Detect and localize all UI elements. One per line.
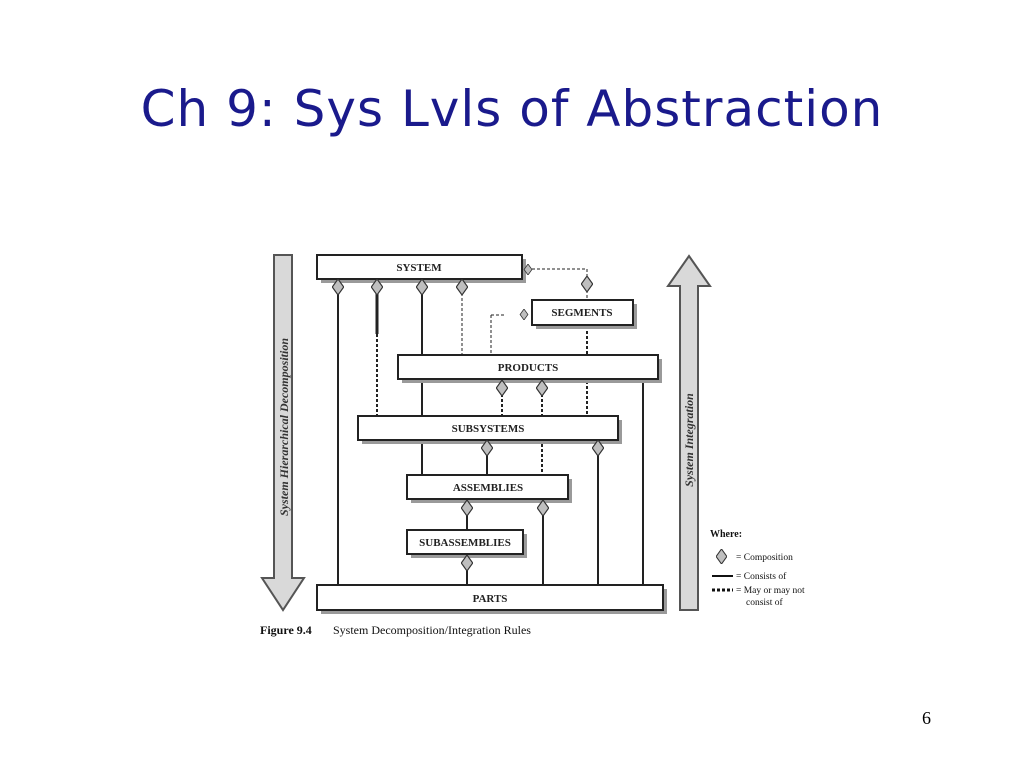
segments-box: SEGMENTS xyxy=(531,299,637,329)
integration-arrow-label: System Integration xyxy=(682,393,696,487)
subassemblies-box-label: SUBASSEMBLIES xyxy=(419,537,511,549)
figure-caption-text: System Decomposition/Integration Rules xyxy=(333,623,531,637)
legend-may-or-may-not: = May or may not xyxy=(736,586,805,596)
legend-title: Where: xyxy=(710,529,742,540)
diamond-icon xyxy=(519,309,529,320)
figure-caption: Figure 9.4 System Decomposition/Integrat… xyxy=(260,623,531,637)
decomposition-arrow: System Hierarchical Decomposition xyxy=(260,254,306,612)
decomposition-arrow-label: System Hierarchical Decomposition xyxy=(277,338,291,516)
subsystems-box: SUBSYSTEMS xyxy=(357,415,622,444)
integration-arrow: System Integration xyxy=(666,254,712,611)
slide-title: Ch 9: Sys Lvls of Abstraction xyxy=(140,80,884,138)
parts-box-label: PARTS xyxy=(473,593,508,605)
figure-number: Figure 9.4 xyxy=(260,623,312,637)
legend-composition: = Composition xyxy=(736,553,793,563)
assemblies-box-label: ASSEMBLIES xyxy=(453,482,523,494)
diamond-icon xyxy=(581,276,593,292)
assemblies-box: ASSEMBLIES xyxy=(406,474,572,503)
hierarchy-boxes: SYSTEM SEGMENTS PRODUCTS SUBSYSTEMS ASSE… xyxy=(316,254,667,614)
legend-diamond-icon xyxy=(716,549,727,564)
products-box: PRODUCTS xyxy=(397,354,662,383)
segments-box-label: SEGMENTS xyxy=(551,307,612,319)
products-box-label: PRODUCTS xyxy=(498,362,559,374)
system-box: SYSTEM xyxy=(316,254,526,283)
page-number: 6 xyxy=(922,708,931,728)
subassemblies-box: SUBASSEMBLIES xyxy=(406,529,527,558)
subsystems-box-label: SUBSYSTEMS xyxy=(452,423,525,435)
legend-may-or-may-not-cont: consist of xyxy=(746,597,784,608)
parts-box: PARTS xyxy=(316,584,667,614)
legend-consists-of: = Consists of xyxy=(736,571,787,582)
legend: Where: = Composition = Consists of = May… xyxy=(710,529,805,608)
connector-lines xyxy=(337,268,644,585)
system-box-label: SYSTEM xyxy=(396,262,442,274)
